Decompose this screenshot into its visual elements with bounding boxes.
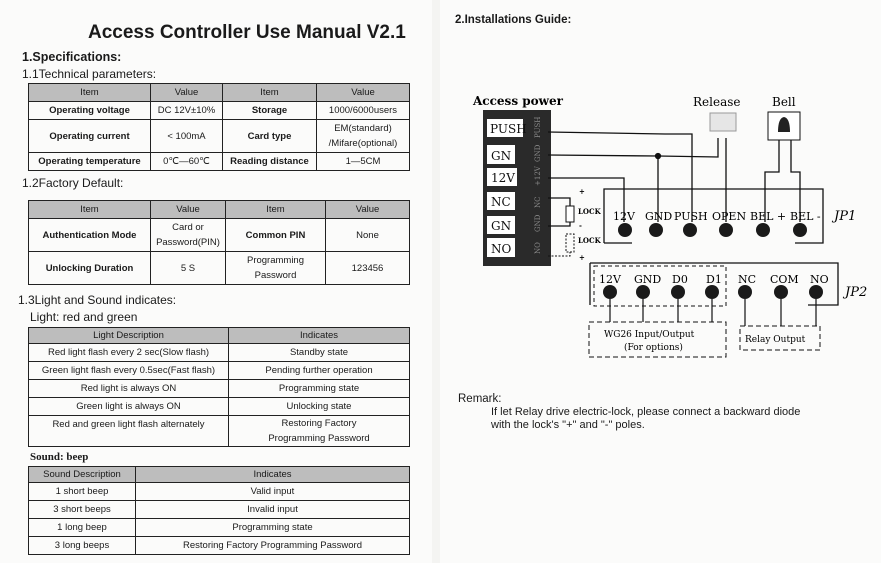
release-label: Release <box>693 95 741 109</box>
diagram-label: Relay Output <box>745 335 806 345</box>
diagram-label: (For options) <box>624 342 683 353</box>
column-header: Item <box>222 83 317 102</box>
diagram-label: COM <box>770 273 799 286</box>
remark-label: Remark: <box>458 393 502 405</box>
diagram-label: WG26 Input/Output <box>604 330 695 340</box>
wg26-pin-group <box>593 265 727 307</box>
diagram-label: OPEN <box>712 210 746 223</box>
jp2-label: JP2 <box>842 285 867 300</box>
diagram-label: 12V <box>599 273 622 286</box>
table-cell: Reading distance <box>222 152 317 171</box>
installation-heading: 2.Installations Guide: <box>455 14 572 26</box>
lock-symbol-alt <box>565 233 575 253</box>
table-cell: Restoring Factory Programming Password <box>135 536 410 555</box>
spec-heading: 1.Specifications: <box>22 50 122 64</box>
table-cell: 1—5CM <box>316 152 410 171</box>
table-row: Red light flash every 2 sec(Slow flash)S… <box>28 343 410 362</box>
jp2-pin-labels: 12V GND D0 D1 NC COM NO <box>599 273 829 286</box>
wg26-box <box>588 321 727 358</box>
release-button-icon <box>709 112 737 132</box>
diagram-label: + <box>579 187 585 196</box>
diagram-label: GND <box>634 273 661 286</box>
diagram-label: PUSH <box>674 210 708 223</box>
factory-heading: 1.2Factory Default: <box>22 176 124 190</box>
column-header: Value <box>325 200 410 219</box>
side-labels: PUSH GND +12V NC GND NO <box>534 117 542 254</box>
column-header: Item <box>28 200 151 219</box>
column-header: Value <box>150 200 226 219</box>
diagram-label: GND <box>534 144 542 162</box>
sound-subheading: Sound: beep <box>30 451 89 463</box>
diagram-label: D1 <box>706 273 722 286</box>
diagram-label: +12V <box>534 165 542 186</box>
diagram-label: PUSH <box>490 122 527 136</box>
manual-title: Access Controller Use Manual V2.1 <box>88 22 406 43</box>
diagram-label: NC <box>491 195 511 209</box>
diagram-label: NO <box>491 242 512 256</box>
table-cell: < 100mA <box>150 119 223 153</box>
diagram-label: LOCK <box>578 236 602 245</box>
diagram-label: NO <box>810 273 829 286</box>
column-header: Value <box>150 83 223 102</box>
diagram-label: 12V <box>491 171 515 185</box>
diagram-label: LOCK <box>578 207 602 216</box>
diagram-label: + <box>579 253 585 262</box>
column-header: Value <box>316 83 410 102</box>
diagram-label: GND <box>534 214 542 232</box>
diagram-label: PUSH <box>534 117 542 138</box>
jp1-pin-labels: 12V GND PUSH OPEN BEL + BEL - <box>613 210 821 223</box>
table-cell: Card or Password(PIN) <box>150 218 226 252</box>
diagram-label: NC <box>534 197 542 208</box>
table-cell: Programming Password <box>225 251 326 285</box>
right-page <box>440 0 881 563</box>
remark-line-1: If let Relay drive electric-lock, please… <box>491 406 801 418</box>
table-cell: Card type <box>222 119 317 153</box>
table-cell: Restoring Factory Programming Password <box>228 415 410 447</box>
diagram-label: NO <box>534 242 542 254</box>
diagram-label: GN <box>491 219 511 233</box>
table-cell: Unlocking Duration <box>28 251 151 285</box>
table-row: Green light flash every 0.5sec(Fast flas… <box>28 361 410 380</box>
lock-symbol <box>565 205 575 223</box>
table-cell: 123456 <box>325 251 410 285</box>
jp1-label: JP1 <box>831 209 856 224</box>
diagram-label: BEL - <box>790 210 821 223</box>
diagram-label: NC <box>738 273 756 286</box>
diagram-label: GN <box>491 149 511 163</box>
diagram-label: BEL + <box>750 210 786 223</box>
diagram-label: - <box>579 221 582 230</box>
jp1-pins <box>618 223 807 237</box>
bell-label: Bell <box>772 95 796 109</box>
diagram-label: D0 <box>672 273 688 286</box>
terminal-labels: PUSH GN 12V NC GN NO <box>487 119 527 257</box>
remark-line-2: with the lock's "+" and "-" poles. <box>491 419 645 431</box>
table-cell: Red and green light flash alternately <box>28 415 229 447</box>
light-heading: 1.3Light and Sound indicates: <box>18 293 177 307</box>
diagram-label: GND <box>645 210 672 223</box>
jp2-pins <box>603 285 823 299</box>
diagram-label: 12V <box>613 210 636 223</box>
light-subheading: Light: red and green <box>30 310 138 324</box>
wires <box>547 131 839 306</box>
access-power-label: Access power <box>472 94 564 108</box>
tech-heading: 1.1Technical parameters: <box>22 67 157 81</box>
relay-output-box <box>739 325 821 351</box>
